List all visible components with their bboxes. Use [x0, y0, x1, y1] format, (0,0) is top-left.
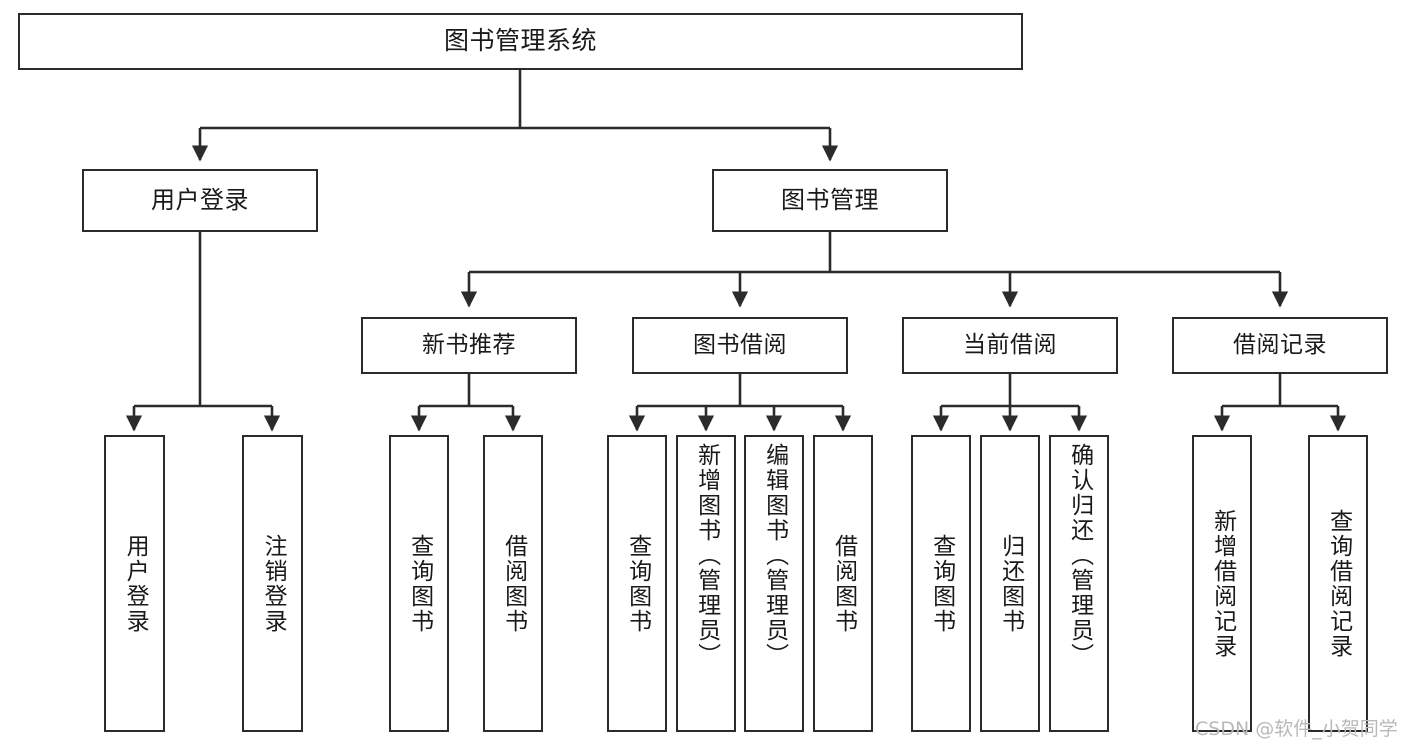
leaf-borrow-record-add-record[interactable]: 新增借阅记录	[1192, 435, 1252, 732]
node-label: 图书管理	[781, 185, 879, 214]
node-label: 查询借阅记录	[1325, 508, 1352, 659]
node-label: 新书推荐	[422, 332, 516, 359]
node-book-management[interactable]: 图书管理	[712, 169, 948, 232]
leaf-borrow-record-query-record[interactable]: 查询借阅记录	[1308, 435, 1368, 732]
node-current-borrow[interactable]: 当前借阅	[902, 317, 1118, 374]
leaf-book-borrow-edit-book-admin[interactable]: 编辑图书（管理员）	[744, 435, 804, 732]
node-label: 编辑图书（管理员）	[761, 443, 788, 668]
leaf-user-login-logout[interactable]: 注销登录	[242, 435, 303, 732]
leaf-book-borrow-query-book[interactable]: 查询图书	[607, 435, 667, 732]
leaf-book-borrow-add-book-admin[interactable]: 新增图书（管理员）	[676, 435, 736, 732]
node-book-borrow[interactable]: 图书借阅	[632, 317, 848, 374]
node-label: 借阅图书	[830, 533, 857, 634]
node-label: 确认归还（管理员）	[1066, 443, 1093, 668]
node-label: 当前借阅	[963, 332, 1057, 359]
node-label: 借阅图书	[500, 533, 527, 634]
leaf-user-login-login[interactable]: 用户登录	[104, 435, 165, 732]
leaf-new-book-query-book[interactable]: 查询图书	[389, 435, 449, 732]
leaf-new-book-borrow-book[interactable]: 借阅图书	[483, 435, 543, 732]
node-label: 查询图书	[928, 533, 955, 634]
node-label: 查询图书	[406, 533, 433, 634]
node-label: 图书管理系统	[443, 26, 597, 56]
leaf-current-borrow-query-book[interactable]: 查询图书	[911, 435, 971, 732]
leaf-book-borrow-borrow-book[interactable]: 借阅图书	[813, 435, 873, 732]
node-label: 归还图书	[997, 533, 1024, 634]
node-label: 查询图书	[624, 533, 651, 634]
node-label: 借阅记录	[1233, 332, 1327, 359]
node-book-management-system[interactable]: 图书管理系统	[18, 13, 1023, 70]
node-label: 图书借阅	[693, 332, 787, 359]
leaf-current-borrow-return-book[interactable]: 归还图书	[980, 435, 1040, 732]
csdn-watermark: CSDN @软件_小贺同学	[1195, 718, 1398, 740]
leaf-current-borrow-confirm-return-admin[interactable]: 确认归还（管理员）	[1049, 435, 1109, 732]
node-borrow-record[interactable]: 借阅记录	[1172, 317, 1388, 374]
node-label: 注销登录	[260, 533, 287, 634]
node-user-login[interactable]: 用户登录	[82, 169, 318, 232]
node-label: 用户登录	[122, 533, 149, 634]
node-new-book-recommend[interactable]: 新书推荐	[361, 317, 577, 374]
node-label: 新增借阅记录	[1209, 508, 1236, 659]
node-label: 新增图书（管理员）	[693, 443, 720, 668]
node-label: 用户登录	[151, 185, 249, 214]
